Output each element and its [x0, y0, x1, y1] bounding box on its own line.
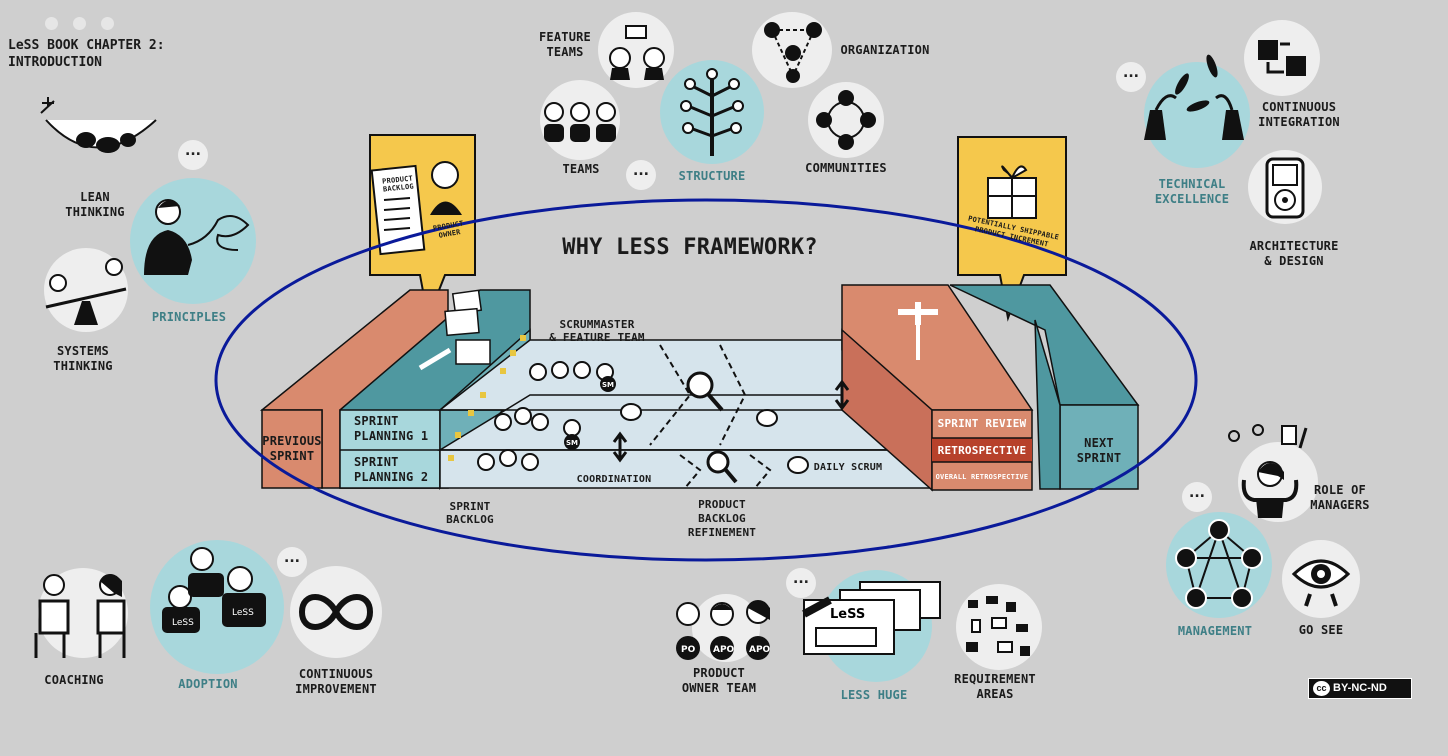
less-huge-logo: LeSS [830, 607, 865, 622]
increment-sign [957, 136, 1067, 322]
apo-text-2: APO [749, 645, 771, 655]
coaching-label[interactable]: COACHING [44, 673, 104, 687]
sprint-planning-1-label: SPRINT PLANNING 1 [354, 414, 429, 443]
continuous-integration-circle[interactable] [1244, 20, 1320, 96]
next-sprint-block [949, 284, 1140, 490]
apo-text-1: APO [713, 645, 735, 655]
principles-label[interactable]: PRINCIPLES [151, 310, 227, 324]
infinity-icon [298, 594, 374, 630]
po-team-more-dots[interactable]: ... [786, 568, 816, 598]
organization-icon [764, 22, 822, 83]
previous-sprint-label: PREVIOUS SPRINT [262, 434, 322, 463]
cc-icon: cc [1313, 681, 1330, 696]
go-see-label[interactable]: GO SEE [1298, 623, 1344, 637]
continuous-improvement-label[interactable]: CONTINUOUS IMPROVEMENT [295, 667, 377, 696]
continuous-integration-icon [1258, 40, 1306, 76]
teams-icon [544, 102, 616, 142]
magnifier-icons [686, 371, 738, 484]
sprint-review-block [841, 284, 1034, 492]
po-text: PO [681, 645, 696, 655]
feature-teams-icon [609, 25, 665, 80]
framework-title: WHY LeSS FRAMEWORK? [562, 235, 818, 260]
daily-scrum-label: DAILY SCRUM [813, 462, 883, 473]
eye-icon [1291, 559, 1351, 607]
framework-ellipse [214, 198, 1198, 562]
technical-excellence-icon [1144, 54, 1244, 140]
management-more-dots[interactable]: ... [1182, 482, 1212, 512]
architecture-design-label[interactable]: ARCHITECTURE & DESIGN [1249, 239, 1339, 268]
sprint-planning-2-label: SPRINT PLANNING 2 [354, 455, 429, 484]
license-text: BY-NC-ND [1333, 682, 1387, 694]
continuous-integration-label[interactable]: CONTINUOUS INTEGRATION [1258, 100, 1340, 129]
sprint-backlog-label: SPRINT BACKLOG [446, 500, 494, 526]
teams-label[interactable]: TEAMS [562, 162, 600, 176]
scrummaster-team-label: SCRUMMASTER & FEATURE TEAM [549, 318, 645, 344]
systems-thinking-icon [44, 248, 128, 332]
structure-label[interactable]: STRUCTURE [678, 169, 746, 183]
overall-retrospective-label: OVERALL RETROSPECTIVE [935, 473, 1029, 481]
lean-more-dots[interactable]: ... [178, 140, 208, 170]
technical-more-dots[interactable]: ... [1116, 62, 1146, 92]
adoption-more-dots[interactable]: ... [277, 547, 307, 577]
adoption-icon: LeSS LeSS [162, 547, 266, 633]
adoption-label[interactable]: ADOPTION [178, 677, 238, 691]
requirement-areas-icon [966, 596, 1030, 656]
management-network-icon [1175, 519, 1263, 609]
organization-label[interactable]: ORGANIZATION [840, 43, 930, 57]
page-title: LeSS BOOK CHAPTER 2: INTRODUCTION [8, 38, 165, 70]
less-huge-label[interactable]: LESS HUGE [840, 688, 908, 702]
sprint-review-label: SPRINT REVIEW [937, 417, 1027, 430]
retrospective-label: RETROSPECTIVE [937, 444, 1027, 457]
sm-text-2: SM [566, 439, 578, 447]
speech-bubble-icons [620, 403, 809, 474]
requirement-areas-label[interactable]: REQUIREMENT AREAS [954, 672, 1036, 701]
coaching-icon [34, 568, 128, 658]
less-huge-icon: LeSS [802, 581, 941, 655]
communities-label[interactable]: COMMUNITIES [805, 161, 887, 175]
technical-excellence-label[interactable]: TECHNICAL EXCELLENCE [1154, 177, 1230, 206]
role-of-managers-label[interactable]: ROLE OF MANAGERS [1310, 483, 1370, 512]
product-backlog-sign [369, 134, 476, 322]
product-owner-team-label[interactable]: PRODUCT OWNER TEAM [681, 666, 757, 695]
principles-icon [144, 199, 250, 275]
principles-circle[interactable] [130, 178, 256, 304]
structure-tree-icon [680, 68, 744, 156]
sm-badges [564, 376, 616, 450]
role-of-managers-icon [1228, 424, 1318, 522]
communities-icon [816, 90, 876, 150]
management-label[interactable]: MANAGEMENT [1177, 624, 1253, 638]
adoption-less-text-2: LeSS [232, 608, 254, 618]
arrow-icons [612, 379, 850, 463]
feature-teams-label[interactable]: FEATURE TEAMS [539, 30, 591, 59]
sticky-notes [418, 289, 526, 461]
coordination-label: COORDINATION [576, 474, 652, 485]
sm-text-1: SM [602, 381, 614, 389]
product-owner-team-icon: PO APO APO [676, 594, 771, 662]
lean-thinking-icon [40, 97, 157, 153]
systems-thinking-label[interactable]: SYSTEMS THINKING [53, 344, 113, 373]
ipod-icon [1265, 157, 1305, 219]
adoption-less-text-1: LeSS [172, 618, 194, 628]
team-heads [477, 361, 614, 471]
window-dots [45, 15, 129, 34]
lean-thinking-label[interactable]: LEAN THINKING [65, 190, 125, 219]
next-sprint-label: NEXT SPRINT [1076, 436, 1122, 465]
product-backlog-refinement-label: PRODUCT BACKLOG REFINEMENT [687, 498, 757, 539]
sprint-lanes [437, 339, 931, 489]
teams-more-dots[interactable]: ... [626, 160, 656, 190]
